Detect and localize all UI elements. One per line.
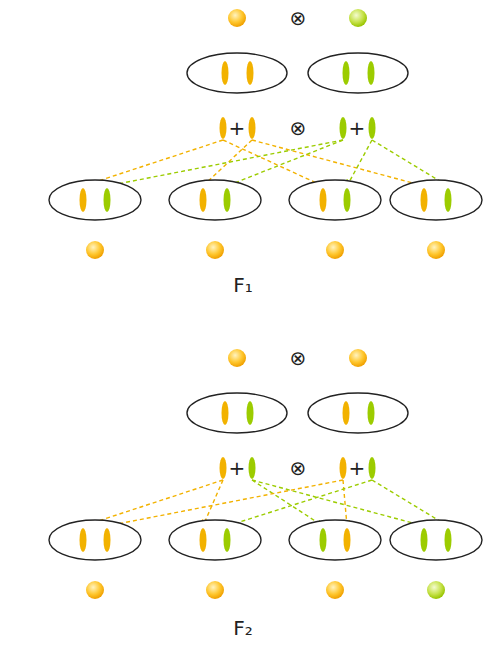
parent-cells [187, 393, 408, 433]
offspring-cells [49, 520, 482, 560]
plus-sign: + [229, 458, 246, 478]
generation-label: F₂ [233, 618, 253, 638]
plus-sign: + [349, 458, 366, 478]
parent-seeds [228, 9, 367, 27]
offspring-cells [49, 180, 482, 220]
gamete-lines [83, 480, 448, 526]
chromosomes [220, 401, 376, 479]
offspring-seeds [86, 581, 445, 599]
gamete-lines [83, 140, 448, 186]
cross-symbol: ⊗ [290, 348, 307, 368]
generation-label: F₁ [233, 275, 253, 295]
cross-symbol: ⊗ [290, 118, 307, 138]
cross-symbol: ⊗ [290, 8, 307, 28]
offspring-chromosomes [80, 528, 452, 552]
offspring-chromosomes [80, 188, 452, 212]
chromosomes [220, 61, 376, 139]
parent-seeds [228, 349, 367, 367]
parent-cells [187, 53, 408, 93]
plus-sign: + [229, 118, 246, 138]
offspring-seeds [86, 241, 445, 259]
cross-symbol: ⊗ [290, 458, 307, 478]
plus-sign: + [349, 118, 366, 138]
